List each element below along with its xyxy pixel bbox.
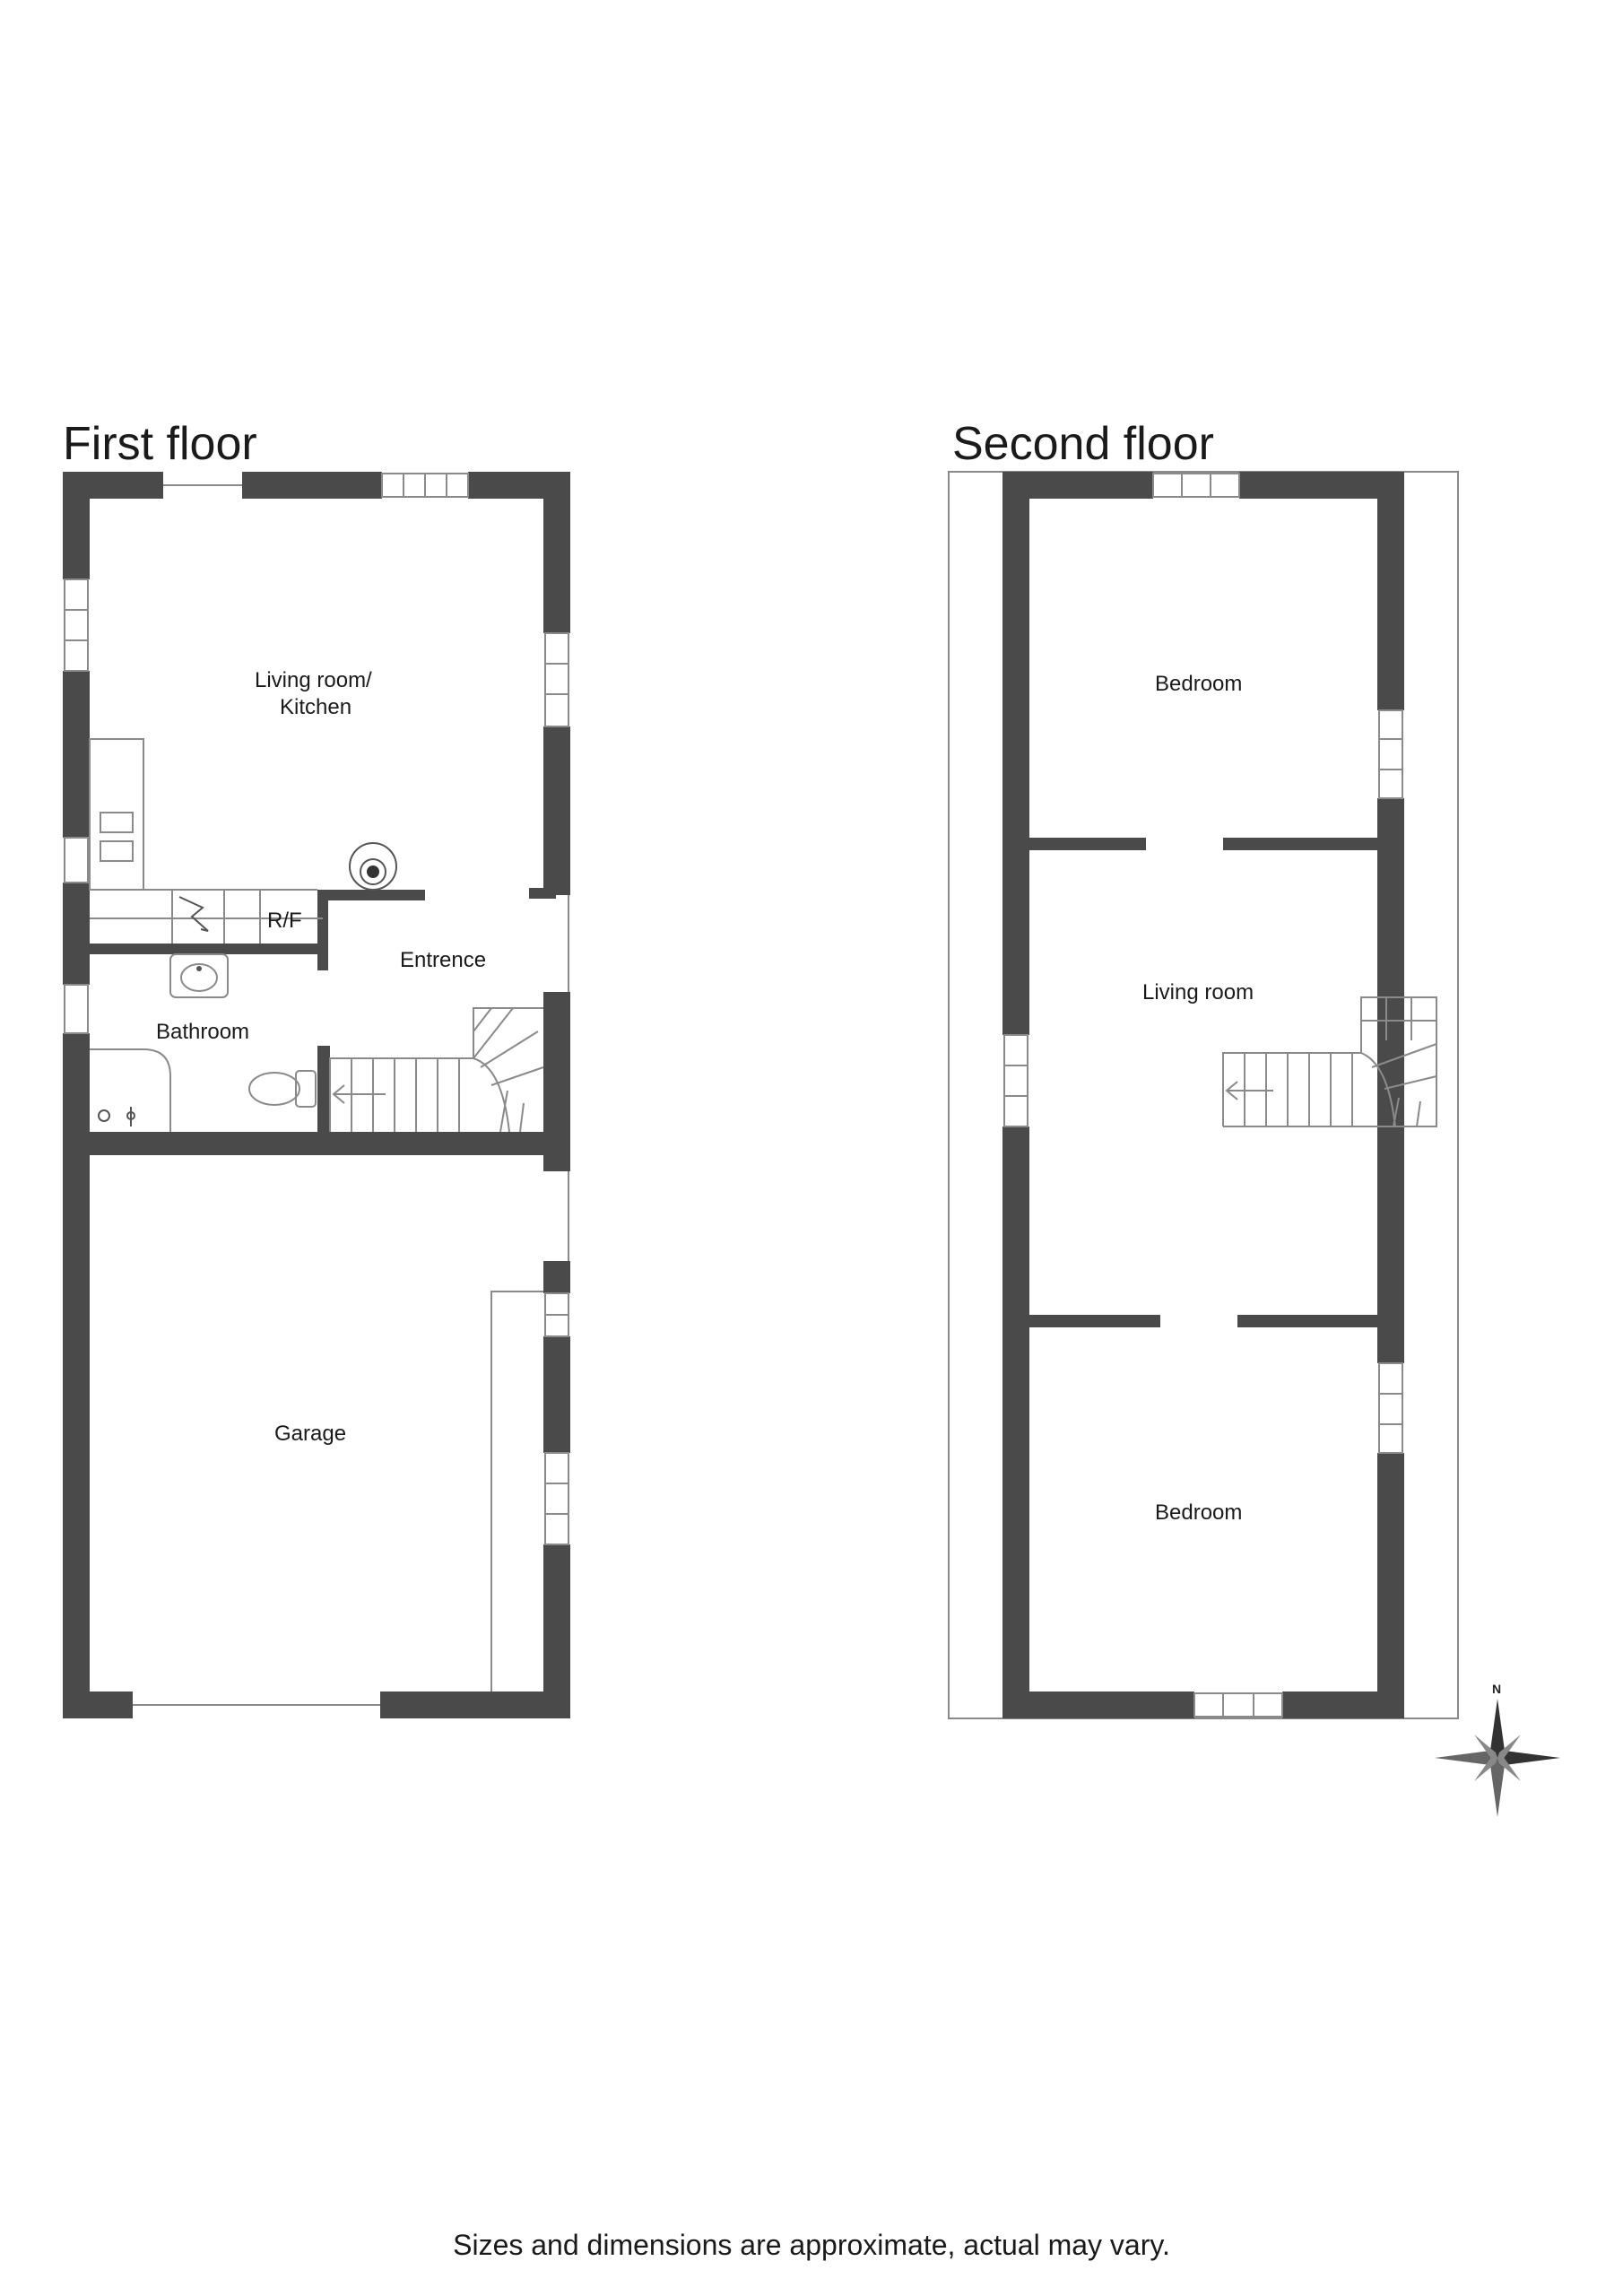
second-floor-plan: Second floor <box>948 418 1459 1719</box>
first-floor-walls <box>63 472 570 1718</box>
bathroom-label: Bathroom <box>156 1020 249 1044</box>
bedroom-bottom-label: Bedroom <box>1155 1500 1242 1525</box>
living-room-label: Living room <box>1142 980 1254 1004</box>
disclaimer-footer: Sizes and dimensions are approximate, ac… <box>453 2229 1170 2261</box>
second-floor-boundary <box>948 471 1459 1719</box>
living-room-kitchen-label-line1: Living room/ <box>255 668 372 692</box>
first-floor-stairs <box>329 1007 544 1133</box>
first-floor-title: First floor <box>63 418 257 470</box>
second-floor-stairs <box>1222 996 1437 1127</box>
second-floor-windows <box>1003 473 1403 1718</box>
first-floor-thin-lines <box>133 484 569 1706</box>
compass-north-label: N <box>1492 1682 1501 1696</box>
garage-label: Garage <box>274 1422 346 1446</box>
bathroom-fixtures <box>90 953 317 1132</box>
entrence-label: Entrence <box>400 948 486 972</box>
first-floor-plan: First floor <box>63 418 570 1718</box>
kitchen-counters: R/F <box>89 738 397 944</box>
second-floor-title: Second floor <box>952 418 1214 470</box>
electrical-symbol <box>178 896 209 932</box>
bedroom-top-label: Bedroom <box>1155 672 1242 696</box>
compass-rose-icon: N <box>1435 1682 1560 1817</box>
rf-label: R/F <box>267 909 302 933</box>
living-room-kitchen-label-line2: Kitchen <box>280 695 352 719</box>
first-floor-windows <box>64 473 569 1545</box>
second-floor-walls <box>1002 472 1404 1718</box>
